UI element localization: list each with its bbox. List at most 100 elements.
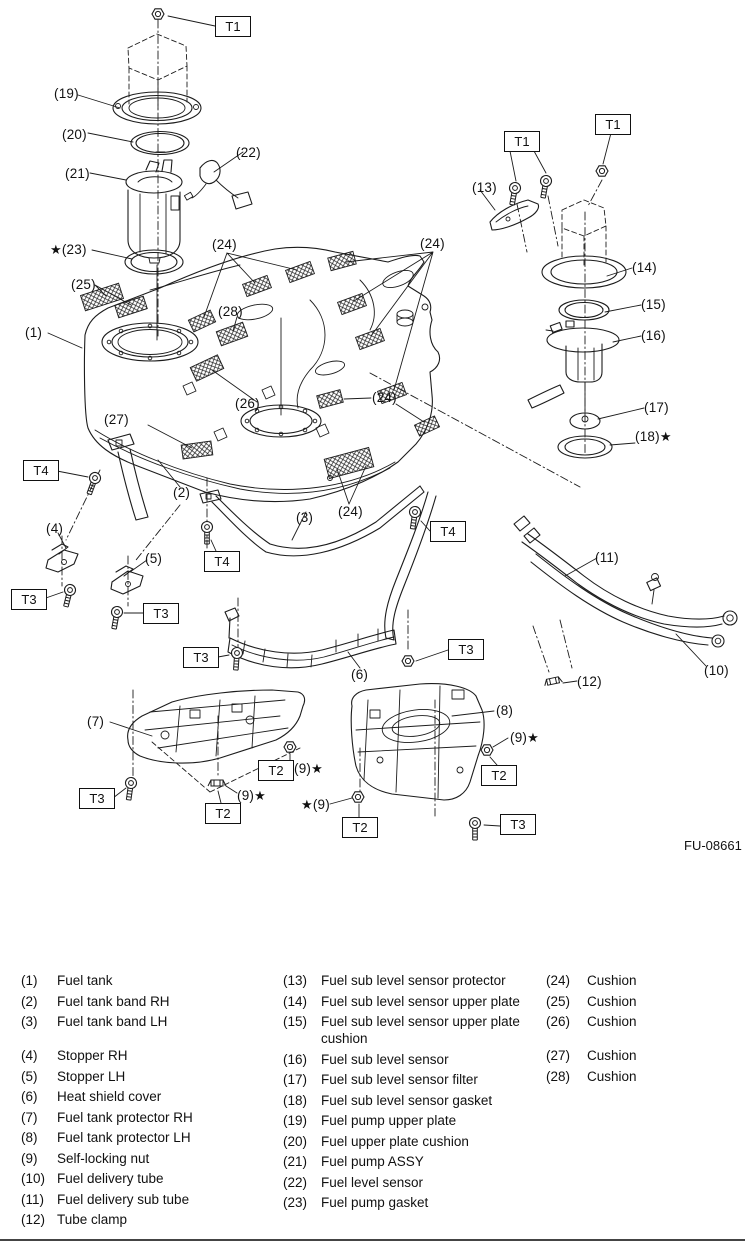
tool-box-t3: T3 — [183, 647, 219, 668]
legend-item: (11)Fuel delivery sub tube — [21, 1191, 190, 1207]
figure-code: FU-08661 — [684, 838, 742, 853]
tool-box-t3: T3 — [143, 603, 179, 624]
callout-24: (24) — [338, 504, 363, 519]
callout-11: (11) — [595, 550, 619, 565]
tool-box-t3: T3 — [500, 814, 536, 835]
fasteners-art — [42, 15, 501, 841]
legend-column-3: (24)Cushion (25)Cushion (26)Cushion (27)… — [546, 972, 736, 1088]
legend-item: (18)Fuel sub level sensor gasket — [283, 1092, 493, 1108]
star-icon: ★ — [50, 242, 62, 257]
tool-box-t4: T4 — [204, 551, 240, 572]
callout-9: (9)★ — [510, 730, 539, 745]
callout-6: (6) — [351, 667, 369, 682]
callout-13: (13) — [472, 180, 497, 195]
star-icon: ★ — [254, 788, 266, 803]
callout-15: (15) — [641, 297, 666, 312]
legend-item: (12)Tube clamp — [21, 1212, 128, 1227]
exploded-diagram-art — [42, 8, 738, 841]
legend-item: (1)Fuel tank — [21, 973, 113, 988]
legend-item: (26)Cushion — [546, 1014, 637, 1029]
tool-box-t2: T2 — [258, 760, 294, 781]
legend-item: (21)Fuel pump ASSY — [283, 1154, 424, 1169]
star-icon: ★ — [311, 761, 323, 776]
legend-item: (20)Fuel upper plate cushion — [283, 1133, 469, 1149]
legend-item: (14)Fuel sub level sensor upper plate — [283, 993, 520, 1009]
legend-item: (3)Fuel tank band LH — [21, 1014, 168, 1029]
callout-23: ★(23) — [50, 242, 87, 257]
tool-box-t2: T2 — [481, 765, 517, 786]
legend-column-2: (13)Fuel sub level sensor protector (14)… — [283, 972, 535, 1215]
legend-item: (22)Fuel level sensor — [283, 1174, 424, 1190]
tool-box-t2: T2 — [205, 803, 241, 824]
tool-box-t1: T1 — [595, 114, 631, 135]
tank-bands-art — [45, 433, 437, 669]
legend-item: (4)Stopper RH — [21, 1048, 128, 1063]
callout-26: (26) — [235, 396, 260, 411]
legend-item: (13)Fuel sub level sensor protector — [283, 973, 506, 988]
legend-item: (28)Cushion — [546, 1068, 637, 1084]
tool-box-t1: T1 — [215, 16, 251, 37]
callout-5: (5) — [145, 551, 163, 566]
legend-item: (17)Fuel sub level sensor filter — [283, 1072, 478, 1087]
callout-10: (10) — [704, 663, 729, 678]
callout-24: (24) — [372, 390, 397, 405]
callout-9: (9)★ — [237, 788, 266, 803]
callout-19: (19) — [54, 86, 79, 101]
callout-8: (8) — [496, 703, 514, 718]
callout-1: (1) — [25, 325, 43, 340]
legend-item: (2)Fuel tank band RH — [21, 993, 170, 1009]
callout-22: (22) — [236, 145, 261, 160]
callout-25: (25) — [71, 277, 96, 292]
tool-box-t4: T4 — [430, 521, 466, 542]
callout-7: (7) — [87, 714, 105, 729]
fuel-tubes-art — [513, 515, 738, 687]
legend-column-1: (1)Fuel tank (2)Fuel tank band RH (3)Fue… — [21, 972, 271, 1232]
bottom-rule — [0, 1239, 745, 1241]
legend-item: (6)Heat shield cover — [21, 1089, 162, 1104]
legend-item: (7)Fuel tank protector RH — [21, 1109, 193, 1125]
star-icon: ★ — [527, 730, 539, 745]
callout-21: (21) — [65, 166, 90, 181]
callout-28: (28) — [218, 304, 243, 319]
fuel-pump-assembly-art — [112, 8, 253, 337]
legend-item: (23)Fuel pump gasket — [283, 1195, 429, 1210]
callout-3: (3) — [296, 510, 314, 525]
sub-level-sensor-art — [369, 132, 627, 488]
star-icon: ★ — [301, 797, 313, 812]
cushion-pads — [79, 250, 441, 480]
fuel-tank-art — [83, 246, 441, 503]
legend-item: (19)Fuel pump upper plate — [283, 1113, 457, 1128]
callout-27: (27) — [104, 412, 129, 427]
star-icon: ★ — [659, 429, 672, 444]
tool-box-t1: T1 — [504, 131, 540, 152]
tool-box-t3: T3 — [11, 589, 47, 610]
tool-box-t3: T3 — [448, 639, 484, 660]
callout-leaders — [47, 94, 707, 805]
tool-box-t2: T2 — [342, 817, 378, 838]
callout-16: (16) — [641, 328, 666, 343]
tool-box-t3: T3 — [79, 788, 115, 809]
callout-20: (20) — [62, 127, 87, 142]
legend-item: (9)Self-locking nut — [21, 1150, 150, 1166]
callout-24: (24) — [212, 237, 237, 252]
legend-item: (24)Cushion — [546, 973, 637, 988]
legend-item: (27)Cushion — [546, 1048, 637, 1063]
callout-4: (4) — [46, 521, 64, 536]
callout-9: ★(9) — [301, 797, 330, 812]
callout-9: (9)★ — [294, 761, 323, 776]
legend-item: (25)Cushion — [546, 993, 637, 1009]
callout-12: (12) — [577, 674, 602, 689]
protector-rh-art — [127, 689, 306, 793]
callout-2: (2) — [173, 485, 191, 500]
callout-17: (17) — [644, 400, 669, 415]
legend-item: (15)Fuel sub level sensor upper plate cu… — [283, 1014, 520, 1046]
legend-item: (5)Stopper LH — [21, 1068, 126, 1084]
tool-box-t4: T4 — [23, 460, 59, 481]
callout-24: (24) — [420, 236, 445, 251]
legend-item: (16)Fuel sub level sensor — [283, 1051, 449, 1067]
legend-item: (8)Fuel tank protector LH — [21, 1130, 191, 1145]
legend-item: (10)Fuel delivery tube — [21, 1171, 164, 1186]
callout-14: (14) — [632, 260, 657, 275]
callout-18: (18)★ — [635, 429, 672, 444]
